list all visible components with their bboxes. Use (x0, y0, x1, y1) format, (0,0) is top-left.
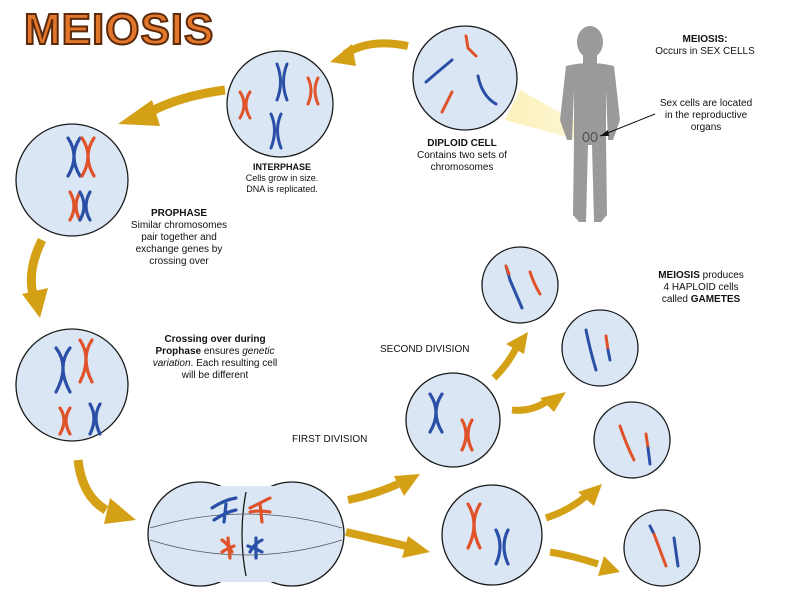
crossing-note-prophase: Prophase (155, 346, 202, 357)
daughter-bottom-chromosomes (466, 502, 510, 566)
daughter-cell-top (405, 372, 501, 468)
crossing-over-note: Crossing over during Prophase ensures ge… (140, 334, 290, 382)
curved-arrow-icon (330, 39, 409, 66)
daughter-cell-bottom (441, 484, 543, 586)
pointer-line (599, 113, 656, 137)
curved-arrow-icon (347, 474, 420, 504)
prophase-line: Similar chromosomes (130, 220, 228, 231)
gametes-note: MEIOSIS produces 4 HAPLOID cells called … (644, 270, 758, 306)
prophase-line: exchange genes by (135, 244, 223, 255)
interphase-line: DNA is replicated. (246, 184, 318, 194)
prophase-heading: PROPHASE (150, 208, 208, 219)
daughter-top-chromosomes (428, 392, 474, 452)
crossing-note-each: . Each resulting cell (190, 358, 278, 369)
gamete-3-chromosomes (618, 424, 652, 466)
prophase-label: PROPHASE Similar chromosomes pair togeth… (120, 208, 238, 268)
curved-arrow-icon (491, 332, 528, 381)
gamete-2-chromosomes (584, 328, 612, 372)
gamete-4-chromosomes (648, 524, 680, 568)
crossing-note-variation: variation (152, 358, 191, 369)
prophase-chromosomes (66, 136, 96, 222)
diploid-label: DIPLOID CELL Contains two sets of chromo… (402, 138, 522, 174)
curved-arrow-icon (511, 392, 566, 414)
interphase-heading: INTERPHASE (252, 162, 311, 172)
crossing-over-chromosomes (54, 338, 102, 436)
gamete-cell-2 (561, 309, 639, 387)
crossing-note-line: will be different (181, 370, 249, 381)
crossing-note-ensures: ensures (201, 346, 243, 357)
diploid-chromosomes (424, 34, 498, 114)
gamete-cell-3 (593, 401, 671, 479)
crossing-note-line: variation. Each resulting cell (140, 358, 290, 370)
curved-arrow-icon (118, 85, 226, 126)
sex-cells-note-line: Sex cells are located (659, 98, 753, 109)
curved-arrow-icon (544, 484, 602, 522)
diploid-cell (412, 25, 518, 131)
sex-cells-note: Sex cells are located in the reproductiv… (646, 98, 766, 134)
curved-arrow-icon (22, 237, 48, 318)
gametes-note-meiosis: MEIOSIS (658, 270, 700, 281)
gametes-note-produces: produces (699, 270, 744, 281)
crossing-note-line: Crossing over during (164, 334, 266, 345)
second-division-label: SECOND DIVISION (380, 344, 470, 355)
interphase-cell (226, 50, 334, 158)
gametes-note-line: called GAMETES (644, 294, 758, 306)
curved-arrow-icon (73, 459, 136, 524)
diploid-line: Contains two sets of (416, 150, 508, 161)
interphase-label: INTERPHASE Cells grow in size. DNA is re… (234, 162, 330, 195)
pointer-arrowhead (600, 130, 609, 136)
first-division-label: FIRST DIVISION (292, 434, 368, 445)
human-silhouette-icon (560, 26, 620, 222)
reproductive-organ-icon (582, 132, 598, 142)
interphase-chromosomes (238, 62, 320, 150)
prophase-line: crossing over (149, 256, 209, 267)
diploid-line: chromosomes (430, 162, 494, 173)
curved-arrow-icon (549, 548, 620, 576)
meiosis-note-text: Occurs in SEX CELLS (655, 46, 755, 57)
anaphase-chromosomes (210, 496, 272, 560)
page-title: MEIOSIS (23, 5, 215, 54)
crossing-over-cell (15, 328, 129, 442)
sex-cells-note-line: organs (690, 122, 722, 133)
sex-cells-note-line: in the reproductive (664, 110, 748, 121)
gametes-note-called: called (661, 294, 691, 305)
prophase-cell (15, 123, 129, 237)
gamete-1-chromosomes (504, 264, 542, 310)
gamete-cell-1 (481, 246, 559, 324)
crossing-note-line: Prophase ensures genetic (140, 346, 290, 358)
crossing-note-genetic: genetic (242, 346, 275, 357)
dividing-cell (147, 481, 345, 587)
gametes-note-line: MEIOSIS produces (644, 270, 758, 282)
prophase-line: pair together and (141, 232, 217, 243)
meiosis-note-heading: MEIOSIS: (682, 34, 728, 45)
curved-arrow-icon (345, 528, 430, 558)
gametes-note-gametes: GAMETES (690, 294, 741, 305)
gametes-note-line: 4 HAPLOID cells (663, 282, 739, 293)
gamete-cell-4 (623, 509, 701, 587)
interphase-line: Cells grow in size. (245, 173, 319, 183)
meiosis-note: MEIOSIS: Occurs in SEX CELLS (650, 34, 760, 58)
diploid-heading: DIPLOID CELL (427, 138, 497, 149)
